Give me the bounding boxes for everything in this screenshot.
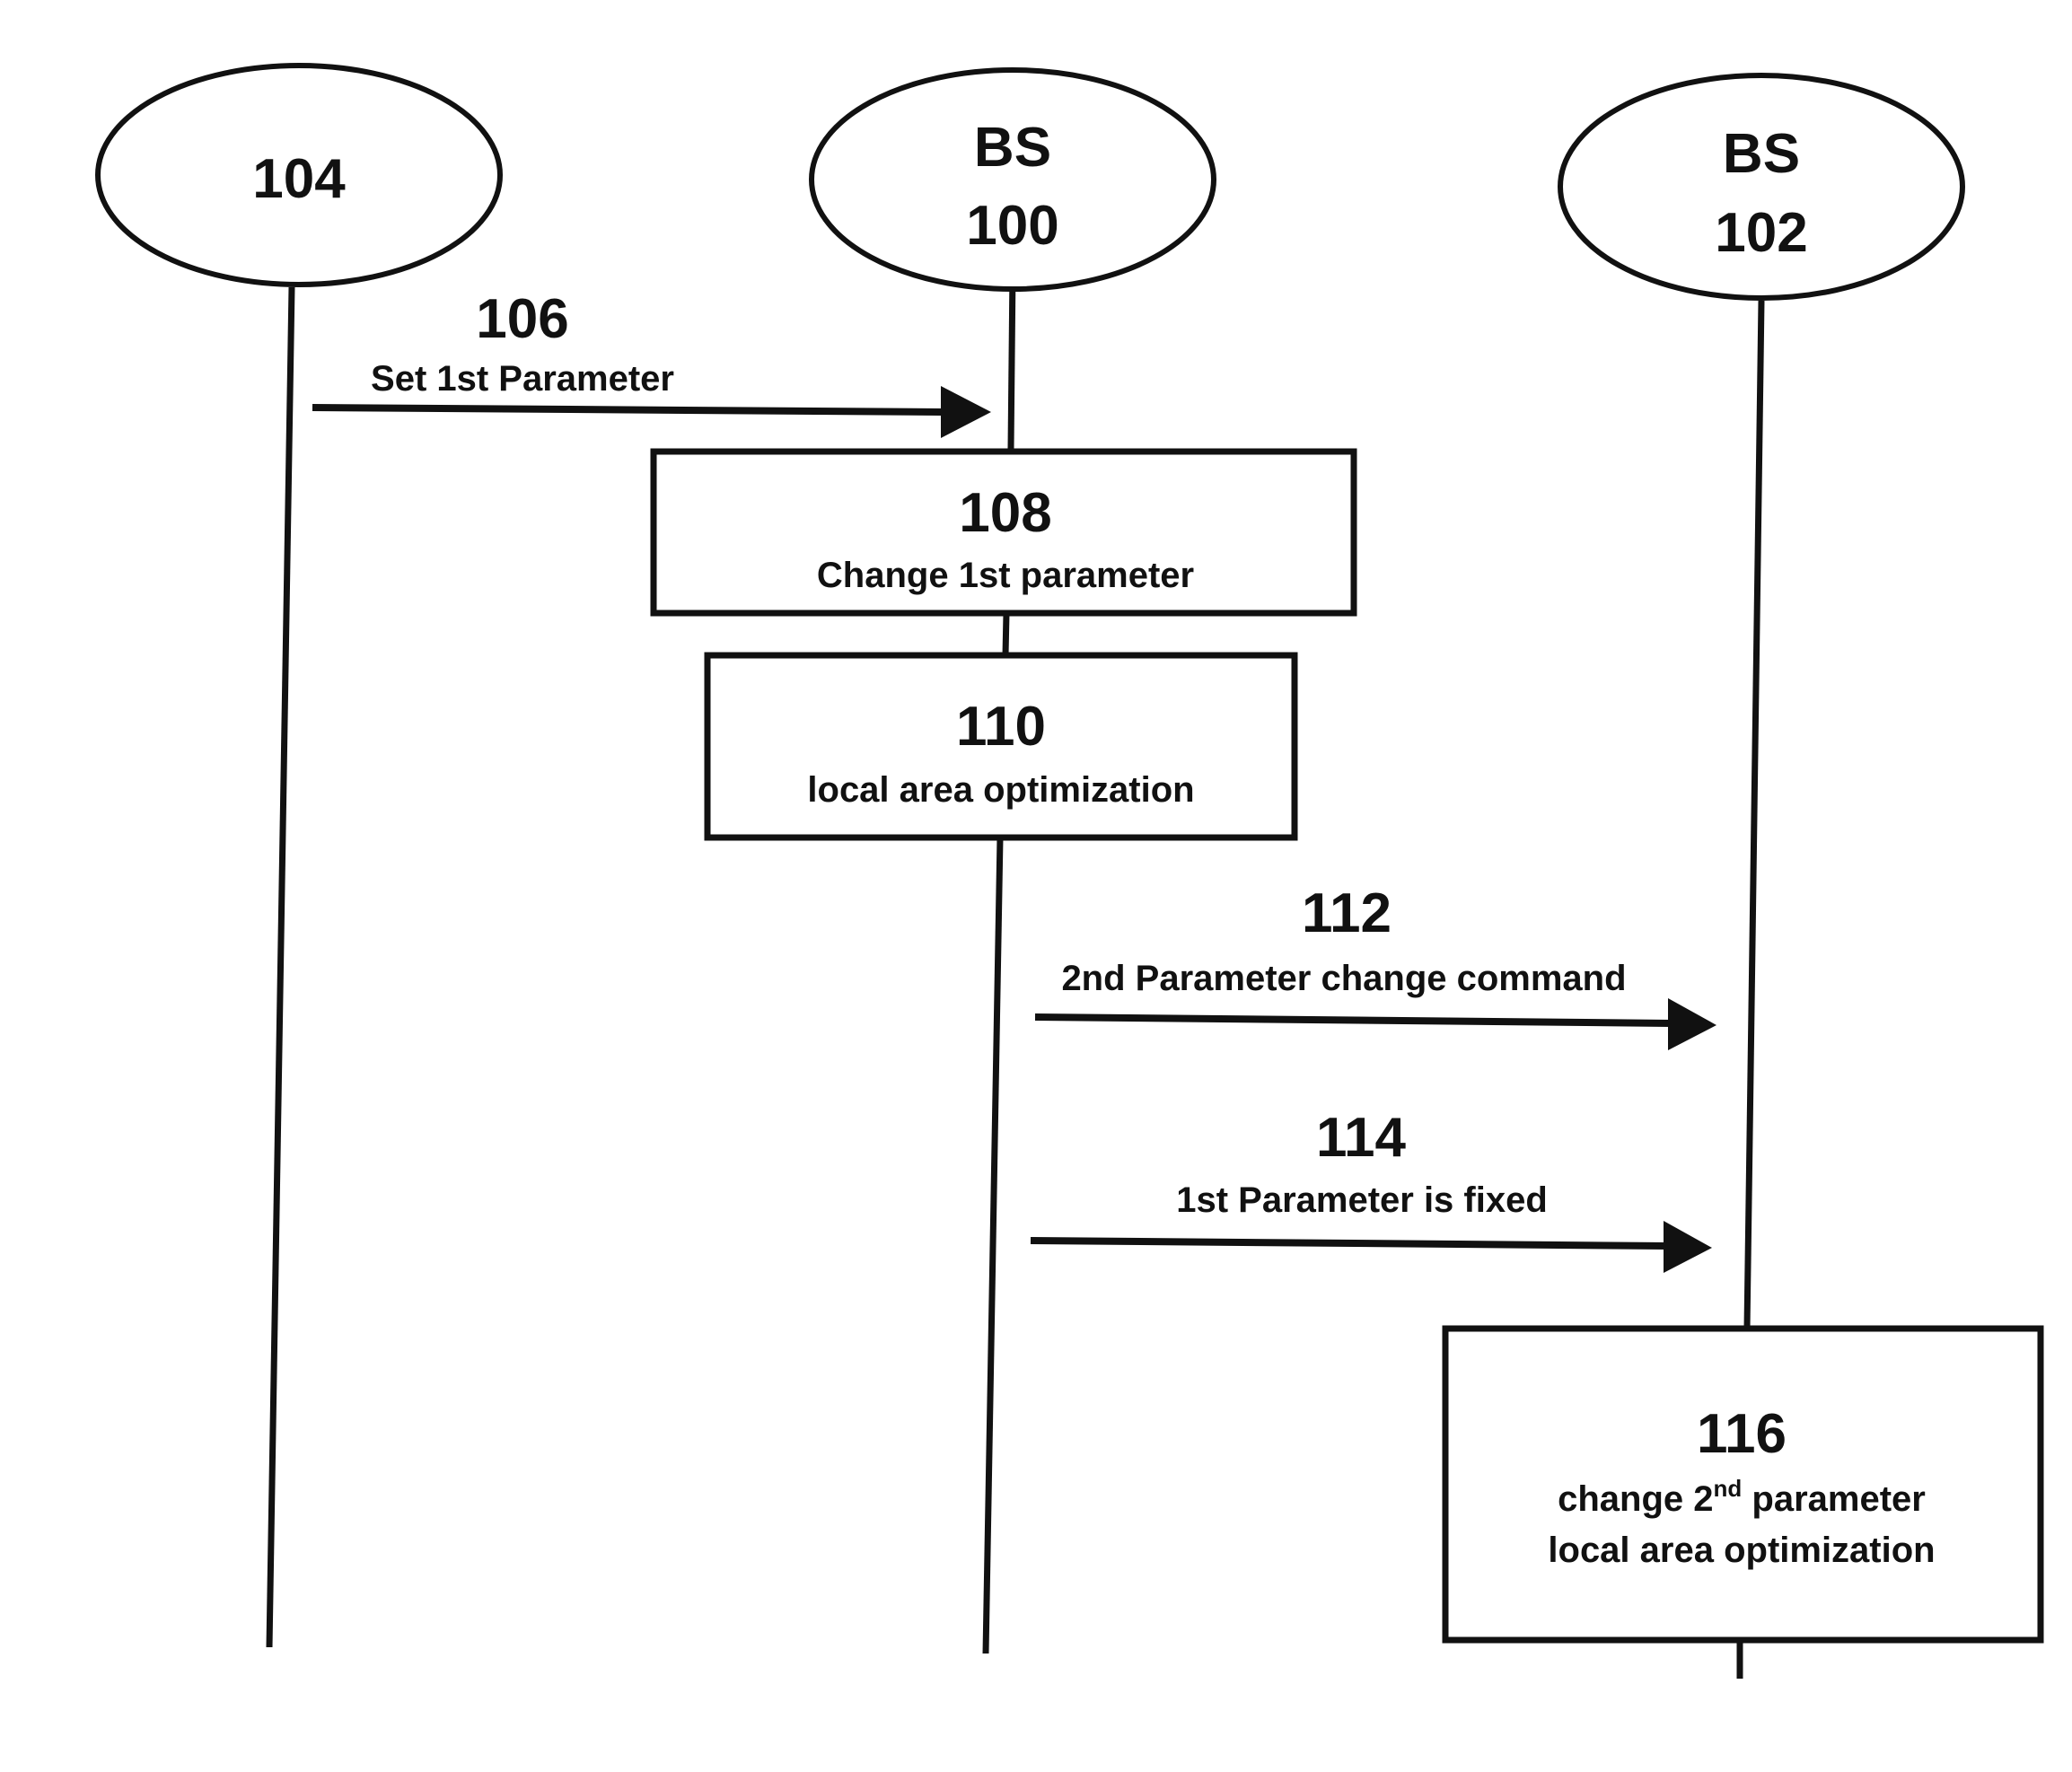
step-116-line1-prefix: change 2 xyxy=(1558,1479,1713,1519)
step-110-number: 110 xyxy=(956,696,1046,758)
message-114-arrowhead-icon xyxy=(1664,1221,1712,1273)
step-116-number: 116 xyxy=(1697,1403,1787,1465)
message-106: 106 Set 1st Parameter xyxy=(312,288,991,438)
lifeline-bs-102-top xyxy=(1747,301,1761,1329)
step-110: 110 local area optimization xyxy=(707,655,1295,838)
entity-bs-100-line2: 100 xyxy=(966,195,1058,257)
step-116-line1-suffix: parameter xyxy=(1742,1479,1926,1519)
message-106-arrow-shaft xyxy=(312,408,943,412)
message-106-number: 106 xyxy=(476,288,568,350)
entity-bs-102-line2: 102 xyxy=(1715,202,1807,264)
message-112-arrowhead-icon xyxy=(1668,998,1716,1050)
message-106-label: Set 1st Parameter xyxy=(371,359,674,399)
message-112-label: 2nd Parameter change command xyxy=(1061,959,1626,998)
message-112-number: 112 xyxy=(1302,882,1392,944)
step-116-line1: change 2nd parameter xyxy=(1558,1475,1926,1519)
lifeline-bs-100-mid xyxy=(1005,613,1006,655)
step-108: 108 Change 1st parameter xyxy=(654,452,1354,613)
entity-bs-100-line1: BS xyxy=(974,117,1051,179)
message-112: 112 2nd Parameter change command xyxy=(1035,882,1716,1050)
step-116-line2: local area optimization xyxy=(1548,1531,1935,1570)
step-116-line1-superscript: nd xyxy=(1714,1475,1743,1502)
step-110-label: local area optimization xyxy=(807,770,1194,810)
lifeline-bs-100-top xyxy=(1011,269,1013,449)
lifeline-104 xyxy=(269,287,292,1647)
lifeline-bs-100-bottom xyxy=(986,838,1000,1654)
step-116: 116 change 2nd parameter local area opti… xyxy=(1445,1329,2041,1640)
message-114-label: 1st Parameter is fixed xyxy=(1176,1180,1548,1220)
entity-104: 104 xyxy=(98,66,500,285)
message-114-number: 114 xyxy=(1316,1107,1407,1169)
entity-104-label: 104 xyxy=(252,148,346,210)
step-108-label: Change 1st parameter xyxy=(817,556,1194,595)
entity-bs-102-ellipse xyxy=(1560,75,1962,298)
entity-bs-102-line1: BS xyxy=(1723,123,1800,185)
step-108-number: 108 xyxy=(959,482,1051,544)
entity-bs-102: BS 102 xyxy=(1560,75,1962,298)
message-114: 114 1st Parameter is fixed xyxy=(1031,1107,1712,1273)
message-106-arrowhead-icon xyxy=(941,386,991,438)
entity-bs-100: BS 100 xyxy=(812,70,1214,289)
message-112-arrow-shaft xyxy=(1035,1017,1672,1023)
message-114-arrow-shaft xyxy=(1031,1241,1668,1246)
